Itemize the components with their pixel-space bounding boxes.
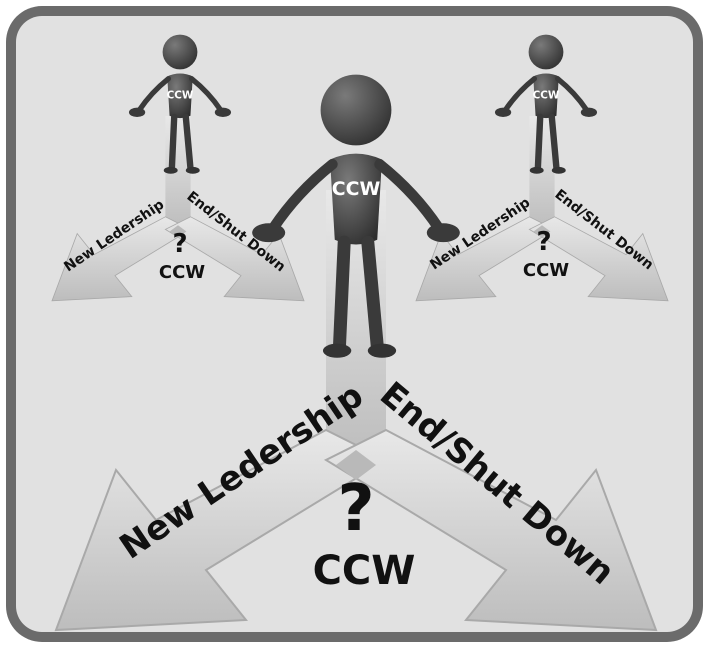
main-question-mark: ? — [337, 472, 374, 546]
small-left-center-label: CCW — [159, 262, 205, 283]
main-center-label: CCW — [313, 548, 416, 594]
figure-shirt-label-main: CCW — [332, 178, 381, 200]
figure-shirt-label-right: CCW — [533, 89, 560, 101]
main-figure: CCW — [252, 75, 460, 358]
small-figure-right: CCW — [495, 35, 597, 174]
small-right-question-mark: ? — [536, 227, 551, 257]
small-left-question-mark: ? — [172, 229, 187, 259]
figure-shirt-label-left: CCW — [167, 89, 194, 101]
small-right-center-label: CCW — [523, 260, 569, 281]
small-figure-left: CCW — [129, 35, 231, 174]
